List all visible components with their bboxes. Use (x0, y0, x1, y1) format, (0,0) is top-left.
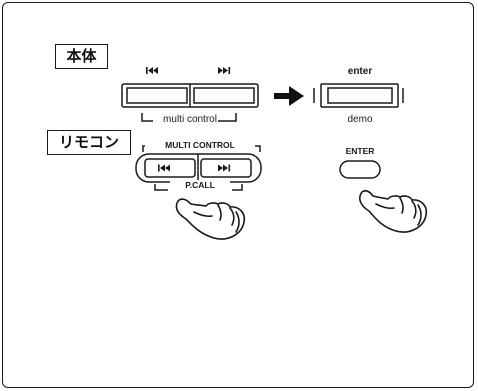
enter-label: enter (320, 66, 400, 77)
demo-label: demo (320, 114, 400, 125)
remote-skip-next-icon (218, 165, 230, 172)
main-unit-label: 本体 (55, 44, 108, 69)
multi-control-label: multi control (140, 114, 240, 125)
enter-button-label: ENTER (330, 146, 390, 156)
skip-previous-icon (146, 67, 158, 74)
main-unit-enter (314, 84, 403, 107)
right-arrow-icon (274, 86, 304, 106)
pcall-label: P.CALL (170, 180, 230, 190)
skip-next-icon (218, 67, 230, 74)
remote-skip-previous-icon (158, 165, 170, 172)
remote-label: リモコン (47, 130, 131, 155)
pointing-hand-icon (176, 199, 244, 239)
remote-multi-control-label: MULTI CONTROL (145, 140, 255, 150)
enter-button-shape (340, 161, 380, 178)
pointing-hand-icon-right (360, 191, 427, 232)
